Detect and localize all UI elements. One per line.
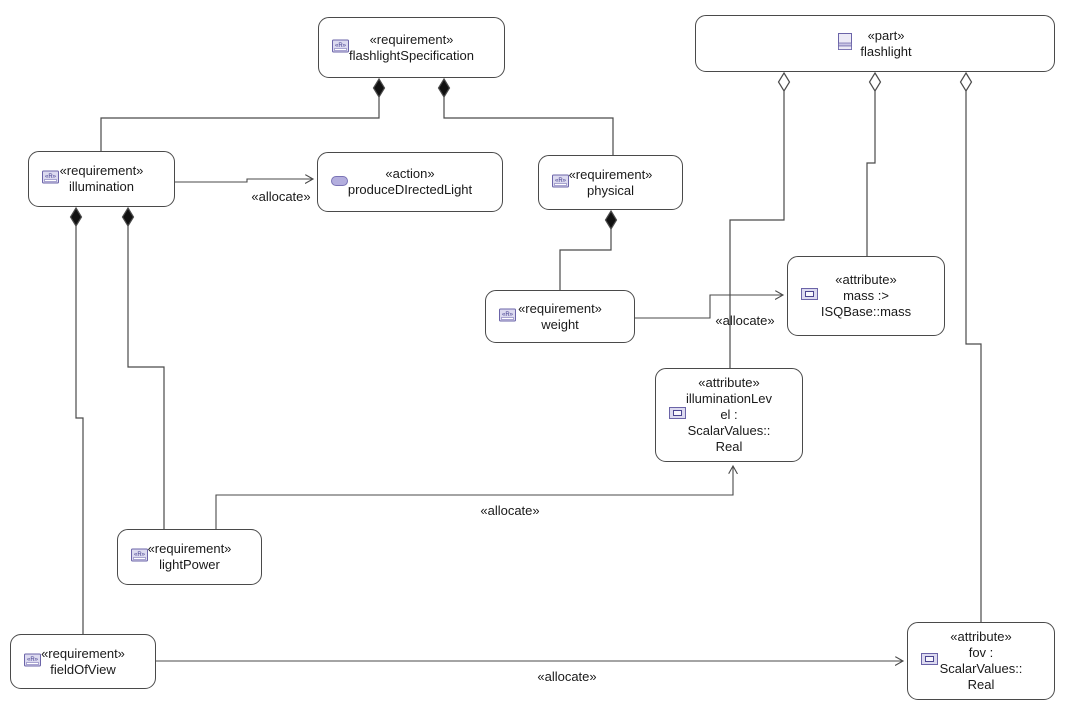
- edge-composition-flashlight-mass[interactable]: [866, 71, 882, 256]
- allocate-label: «allocate»: [251, 189, 311, 204]
- edge-composition-flashlightSpecification-physical[interactable]: [437, 77, 614, 155]
- node-flashlight[interactable]: «part» flashlight: [695, 15, 1055, 72]
- filled-diamond-icon: [121, 206, 135, 228]
- node-lightPower[interactable]: «R» «requirement» lightPower: [117, 529, 262, 585]
- edge-composition-flashlight-fov[interactable]: [959, 71, 982, 622]
- edge-composition-illumination-lightPower[interactable]: [121, 206, 165, 529]
- edge-composition-physical-weight[interactable]: [559, 209, 618, 290]
- part-icon: [838, 33, 853, 54]
- node-weight[interactable]: «R» «requirement» weight: [485, 290, 635, 343]
- node-name: illuminationLev el : ScalarValues:: Real: [686, 391, 772, 454]
- node-stereotype: «requirement»: [147, 541, 232, 556]
- node-stereotype: «attribute»: [835, 272, 897, 287]
- node-stereotype: «attribute»: [950, 629, 1012, 644]
- node-illumination[interactable]: «R» «requirement» illumination: [28, 151, 175, 207]
- attribute-icon: [669, 407, 686, 423]
- svg-text:«R»: «R»: [45, 174, 57, 180]
- edge-composition-flashlight-illuminationLevel[interactable]: [729, 71, 791, 368]
- requirement-icon: «R»: [499, 308, 516, 325]
- open-diamond-icon: [959, 71, 973, 93]
- node-name: flashlightSpecification: [348, 47, 475, 63]
- allocate-label: «allocate»: [715, 313, 775, 328]
- filled-diamond-icon: [372, 77, 386, 99]
- svg-text:«R»: «R»: [134, 552, 146, 558]
- node-stereotype: «part»: [867, 27, 905, 43]
- node-name: weight: [541, 316, 579, 332]
- node-mass[interactable]: «attribute» mass :> ISQBase::mass: [787, 256, 945, 336]
- node-name: mass :> ISQBase::mass: [820, 288, 912, 319]
- svg-text:«R»: «R»: [555, 178, 567, 184]
- action-icon: [331, 174, 348, 190]
- requirement-icon: «R»: [24, 653, 41, 670]
- open-diamond-icon: [777, 71, 791, 93]
- node-stereotype: «requirement»: [41, 645, 125, 661]
- node-stereotype: «requirement»: [568, 166, 653, 182]
- edge-composition-illumination-fieldOfView[interactable]: [69, 206, 84, 634]
- node-stereotype: «attribute»: [698, 375, 760, 390]
- node-name: flashlight: [860, 43, 912, 59]
- svg-text:«R»: «R»: [27, 657, 39, 663]
- node-name: lightPower: [159, 557, 220, 572]
- edge-composition-flashlightSpecification-illumination[interactable]: [100, 77, 386, 151]
- node-fieldOfView[interactable]: «R» «requirement» fieldOfView: [10, 634, 156, 689]
- requirement-icon: «R»: [332, 39, 349, 56]
- filled-diamond-icon: [604, 209, 618, 231]
- filled-diamond-icon: [69, 206, 83, 228]
- node-stereotype: «requirement»: [59, 163, 144, 178]
- filled-diamond-icon: [437, 77, 451, 99]
- svg-text:«R»: «R»: [502, 312, 514, 318]
- node-illuminationLevel[interactable]: «attribute» illuminationLev el : ScalarV…: [655, 368, 803, 462]
- edge-allocate-lightPower-illuminationLevel[interactable]: [215, 466, 733, 529]
- node-name: produceDIrectedLight: [347, 182, 473, 197]
- node-name: fieldOfView: [50, 661, 116, 677]
- svg-text:«R»: «R»: [335, 43, 347, 49]
- node-name: illumination: [68, 179, 135, 194]
- requirement-icon: «R»: [42, 170, 59, 188]
- node-name: physical: [587, 182, 634, 198]
- node-stereotype: «requirement»: [518, 300, 602, 316]
- node-fov[interactable]: «attribute» fov : ScalarValues:: Real: [907, 622, 1055, 700]
- requirement-icon: «R»: [131, 548, 148, 566]
- edge-allocate-weight-mass[interactable]: [635, 295, 783, 319]
- edge-allocate-illumination-produceDIrectedLight[interactable]: [175, 179, 313, 182]
- allocate-label: «allocate»: [480, 503, 540, 518]
- node-produceDIrectedLight[interactable]: «action» produceDIrectedLight: [317, 152, 503, 212]
- node-stereotype: «requirement»: [369, 31, 454, 47]
- allocate-label: «allocate»: [537, 669, 597, 684]
- requirement-icon: «R»: [552, 174, 569, 191]
- open-diamond-icon: [868, 71, 882, 93]
- node-name: fov : ScalarValues:: Real: [939, 645, 1023, 692]
- attribute-icon: [921, 653, 938, 669]
- node-physical[interactable]: «R» «requirement» physical: [538, 155, 683, 210]
- node-flashlightSpecification[interactable]: «R» «requirement» flashlightSpecificatio…: [318, 17, 505, 78]
- node-stereotype: «action»: [385, 166, 435, 181]
- attribute-icon: [801, 288, 818, 304]
